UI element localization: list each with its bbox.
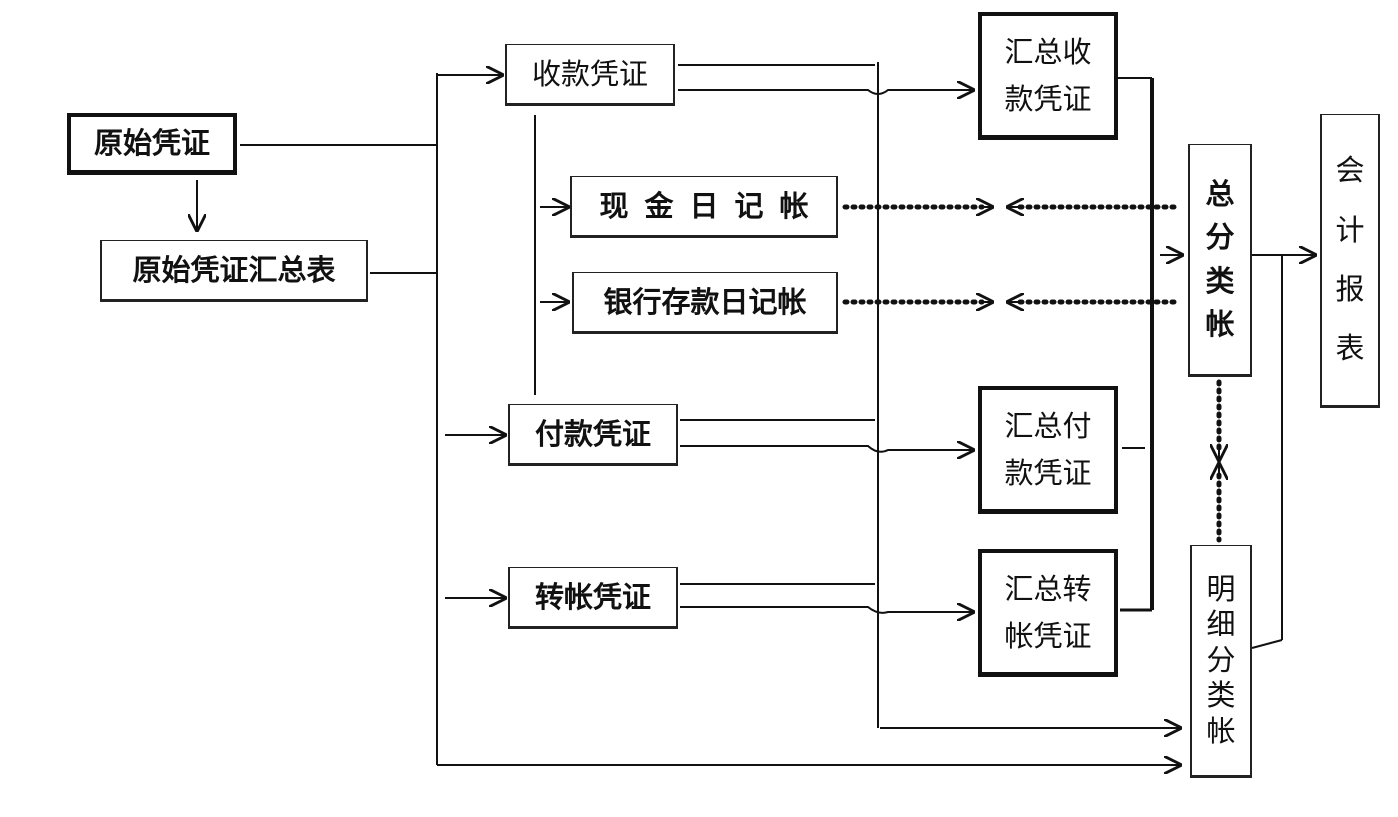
summary-transfer-voucher-line-1: 汇总转 <box>1004 572 1092 607</box>
summary-receipt-voucher-line-2: 款凭证 <box>1004 81 1092 116</box>
original-voucher-summary-box: 原始凭证汇总表 <box>100 240 368 302</box>
general-ledger-char-1: 总 <box>1205 176 1235 211</box>
subsidiary-ledger-char-1: 明 <box>1206 572 1236 607</box>
general-ledger-box: 总 分 类 帐 <box>1188 144 1252 377</box>
receipt-voucher-label: 收款凭证 <box>531 56 648 91</box>
subsidiary-ledger-char-4: 类 <box>1206 678 1236 713</box>
payment-voucher-box: 付款凭证 <box>508 404 678 466</box>
cash-journal-box: 现金日记帐 <box>570 176 838 238</box>
summary-transfer-voucher-box: 汇总转 帐凭证 <box>978 549 1118 677</box>
cash-journal-label: 现金日记帐 <box>599 188 825 223</box>
original-voucher-box: 原始凭证 <box>67 113 237 175</box>
subsidiary-ledger-char-3: 分 <box>1206 642 1236 677</box>
accounting-report-box: 会 计 报 表 <box>1320 114 1380 408</box>
bank-journal-box: 银行存款日记帐 <box>572 272 838 334</box>
arrow-transfer-to-summary <box>680 607 973 613</box>
general-ledger-char-4: 帐 <box>1205 307 1235 341</box>
summary-payment-voucher-line-1: 汇总付 <box>1004 409 1092 444</box>
summary-receipt-voucher-box: 汇总收 款凭证 <box>978 12 1118 140</box>
subsidiary-ledger-char-5: 帐 <box>1206 713 1236 748</box>
summary-payment-voucher-line-2: 款凭证 <box>1004 455 1092 490</box>
accounting-report-char-3: 报 <box>1335 272 1365 306</box>
accounting-report-char-4: 表 <box>1335 331 1365 366</box>
subsidiary-ledger-char-2: 细 <box>1206 607 1236 642</box>
receipt-voucher-box: 收款凭证 <box>505 44 675 106</box>
general-ledger-char-2: 分 <box>1205 220 1235 254</box>
accounting-report-char-2: 计 <box>1335 212 1365 247</box>
original-voucher-label: 原始凭证 <box>93 126 210 161</box>
payment-voucher-label: 付款凭证 <box>534 416 651 451</box>
transfer-voucher-label: 转帐凭证 <box>534 579 651 614</box>
summary-payment-voucher-box: 汇总付 款凭证 <box>978 386 1118 514</box>
bank-journal-label: 银行存款日记帐 <box>603 284 807 319</box>
arrow-payment-to-summary <box>680 446 973 452</box>
summary-receipt-voucher-line-1: 汇总收 <box>1004 35 1092 70</box>
transfer-voucher-box: 转帐凭证 <box>508 567 678 629</box>
original-voucher-summary-label: 原始凭证汇总表 <box>132 252 336 287</box>
subsidiary-ledger-box: 明 细 分 类 帐 <box>1190 545 1252 778</box>
arrow-receipt-to-summary <box>678 90 973 94</box>
general-ledger-char-3: 类 <box>1205 263 1235 298</box>
accounting-report-char-1: 会 <box>1335 153 1365 188</box>
summary-transfer-voucher-line-2: 帐凭证 <box>1004 618 1092 653</box>
